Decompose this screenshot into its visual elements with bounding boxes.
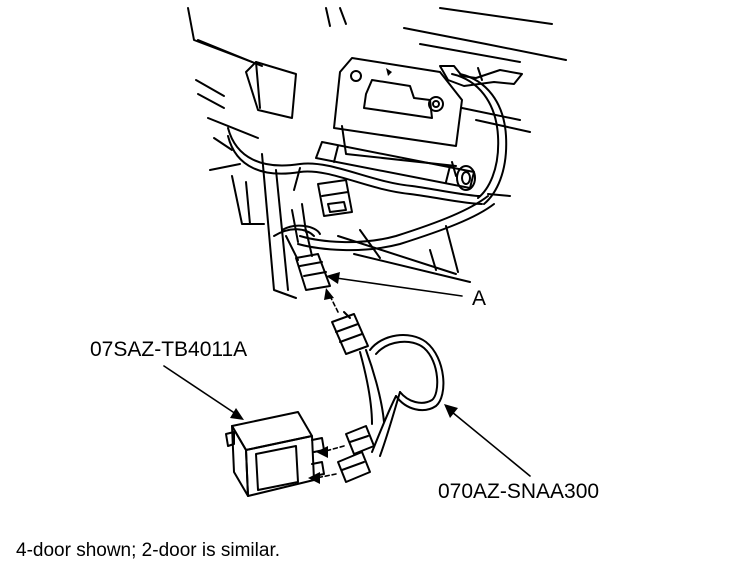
harness-clip-connector: [317, 179, 353, 217]
connector-a: [273, 224, 331, 291]
module-box: [225, 411, 325, 497]
callout-a-leader: [326, 272, 463, 297]
upper-wire-harness: [227, 65, 523, 252]
harness-plug: [331, 311, 369, 355]
coiled-harness: [359, 334, 445, 457]
harness-end-plugs: [337, 425, 375, 483]
mating-arrow-upper: [324, 288, 339, 313]
callout-label-harness-part: 070AZ-SNAA300: [438, 480, 600, 503]
diagram-caption: 4-door shown; 2-door is similar.: [16, 540, 280, 561]
callout-harness-leader: [444, 404, 531, 477]
callout-label-module-part: 07SAZ-TB4011A: [90, 338, 248, 361]
callout-module-leader: [163, 365, 244, 420]
upper-bracket: [245, 57, 463, 167]
cylinder-component: [315, 141, 476, 191]
callout-label-a: A: [472, 287, 487, 310]
